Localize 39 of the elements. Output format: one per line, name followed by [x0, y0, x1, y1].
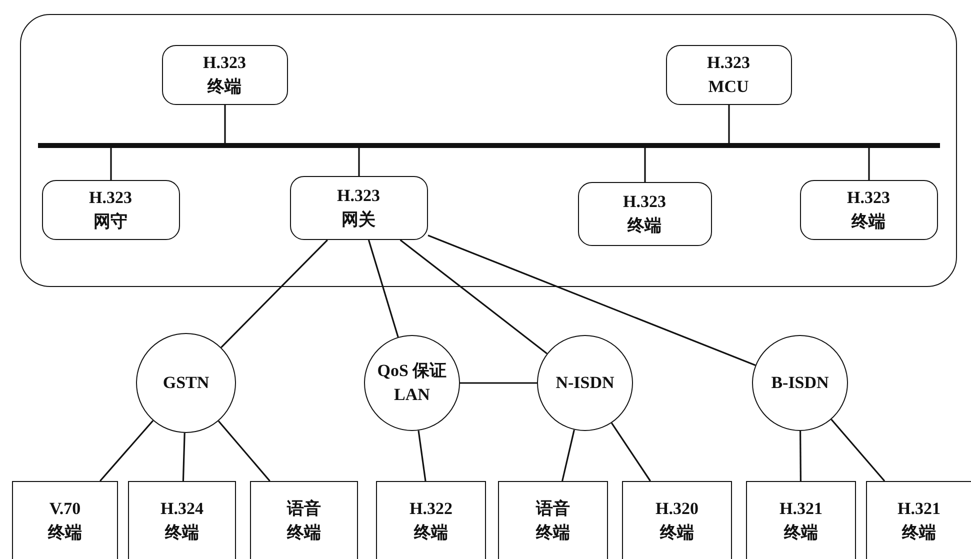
connector-line: [728, 105, 730, 143]
bus-bar: [38, 142, 940, 148]
terminal-box: H.324 终端: [128, 481, 236, 559]
circle-node: GSTN: [136, 333, 236, 433]
terminal-box: 语音终端: [498, 481, 608, 559]
connector-line: [460, 382, 537, 384]
terminal-box: V.70 终端: [12, 481, 118, 559]
connector-line: [428, 234, 756, 366]
terminal-box: H.320 终端: [622, 481, 732, 559]
circle-node: N-ISDN: [537, 335, 633, 431]
connector-line: [368, 240, 399, 338]
rounded-box: H.323 网守: [42, 180, 180, 240]
connector-line: [220, 239, 328, 348]
circle-node: QoS 保证 LAN: [364, 335, 460, 431]
connector-line: [418, 430, 426, 482]
connector-line: [218, 420, 270, 482]
connector-line: [644, 148, 646, 182]
network-panel: [20, 14, 957, 287]
connector-line: [610, 422, 651, 482]
connector-line: [400, 239, 548, 354]
terminal-box: 语音终端: [250, 481, 358, 559]
terminal-box: H.322 终端: [376, 481, 486, 559]
terminal-box: H.321 终端: [746, 481, 856, 559]
connector-line: [800, 431, 802, 481]
circle-node: B-ISDN: [752, 335, 848, 431]
connector-line: [110, 148, 112, 180]
connector-line: [868, 148, 870, 180]
rounded-box: H.323 终端: [800, 180, 938, 240]
rounded-box: H.323 网关: [290, 176, 428, 240]
connector-line: [100, 420, 154, 482]
connector-line: [830, 418, 886, 482]
connector-line: [358, 148, 360, 176]
connector-line: [562, 430, 575, 482]
connector-line: [224, 105, 226, 143]
rounded-box: H.323 终端: [162, 44, 288, 104]
terminal-box: H.321 终端: [866, 481, 971, 559]
rounded-box: H.323 MCU: [666, 44, 792, 104]
connector-line: [182, 432, 186, 482]
rounded-box: H.323 终端: [578, 182, 712, 246]
